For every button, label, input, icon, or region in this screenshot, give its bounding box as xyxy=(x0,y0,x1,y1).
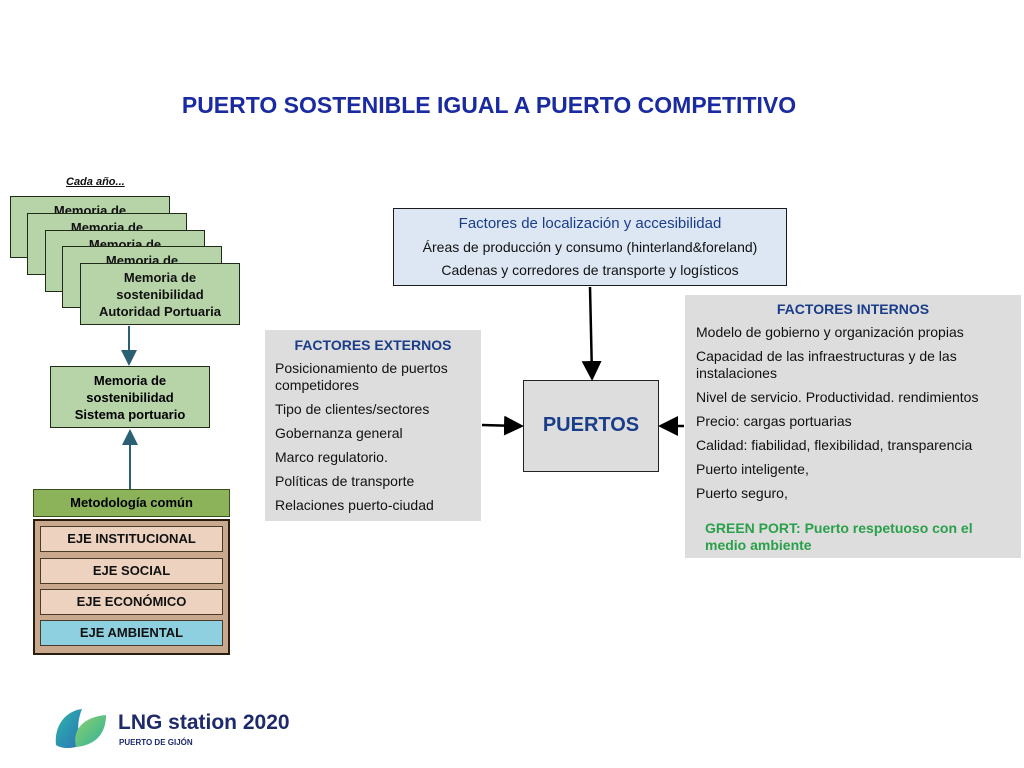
arrow-localizacion-to-puertos xyxy=(581,286,602,381)
localizacion-header: Factores de localización y accesibilidad xyxy=(458,215,722,232)
internos-item: Capacidad de las infraestructuras y de l… xyxy=(696,348,957,381)
sistema-line: Memoria de xyxy=(93,373,167,388)
internos-item: Nivel de servicio. Productividad. rendim… xyxy=(696,389,979,405)
arrow-externos-to-puertos xyxy=(481,415,524,436)
localizacion-line: Cadenas y corredores de transporte y log… xyxy=(441,262,739,278)
cada-ano-label: Cada año... xyxy=(66,176,125,188)
eje-social: EJE SOCIAL xyxy=(40,558,223,584)
ejes-container: EJE INSTITUCIONAL EJE SOCIAL EJE ECONÓMI… xyxy=(33,519,230,655)
externos-item: Gobernanza general xyxy=(275,425,403,441)
externos-item: Tipo de clientes/sectores xyxy=(275,401,430,417)
eje-institucional: EJE INSTITUCIONAL xyxy=(40,526,223,552)
eje-ambiental: EJE AMBIENTAL xyxy=(40,620,223,646)
internos-header: FACTORES INTERNOS xyxy=(776,301,930,317)
sistema-line: Sistema portuario xyxy=(74,407,186,422)
localizacion-line: Áreas de producción y consumo (hinterlan… xyxy=(422,239,758,255)
internos-item: Modelo de gobierno y organización propia… xyxy=(696,324,964,340)
internos-item: Calidad: fiabilidad, flexibilidad, trans… xyxy=(696,437,973,453)
page-title: PUERTO SOSTENIBLE IGUAL A PUERTO COMPETI… xyxy=(181,92,797,118)
memoria-sistema-portuario: Memoria de sostenibilidad Sistema portua… xyxy=(50,366,210,428)
internos-item: Puerto seguro, xyxy=(696,485,788,501)
internos-item: Precio: cargas portuarias xyxy=(696,413,852,429)
internos-item: Puerto inteligente, xyxy=(696,461,809,477)
green-port-text: GREEN PORT: Puerto respetuoso con el med… xyxy=(705,520,973,553)
lng-leaf-logo-icon xyxy=(55,709,106,748)
externos-header: FACTORES EXTERNOS xyxy=(294,337,452,353)
puertos-box: PUERTOS xyxy=(523,380,659,472)
memoria-line: Memoria de xyxy=(123,270,197,285)
externos-item: Marco regulatorio. xyxy=(275,449,388,465)
memoria-line: sostenibilidad xyxy=(116,287,204,302)
factores-externos-box: FACTORES EXTERNOS Posicionamiento de pue… xyxy=(265,330,481,521)
factores-internos-box: FACTORES INTERNOS Modelo de gobierno y o… xyxy=(685,295,1021,558)
metodologia-comun: Metodología común xyxy=(33,489,230,517)
sistema-line: sostenibilidad xyxy=(86,390,174,405)
logo-subtitle: PUERTO DE GIJÓN xyxy=(119,738,193,747)
logo-name: LNG station 2020 xyxy=(118,711,290,734)
externos-item: Relaciones puerto-ciudad xyxy=(275,497,434,513)
factores-localizacion-box: Factores de localización y accesibilidad… xyxy=(393,208,787,286)
memoria-card-front: Memoria de sostenibilidad Autoridad Port… xyxy=(80,263,240,325)
memoria-line: Autoridad Portuaria xyxy=(98,304,222,319)
externos-item: Posicionamiento de puertos competidores xyxy=(275,360,448,393)
eje-economico: EJE ECONÓMICO xyxy=(40,589,223,615)
externos-item: Políticas de transporte xyxy=(275,473,415,489)
